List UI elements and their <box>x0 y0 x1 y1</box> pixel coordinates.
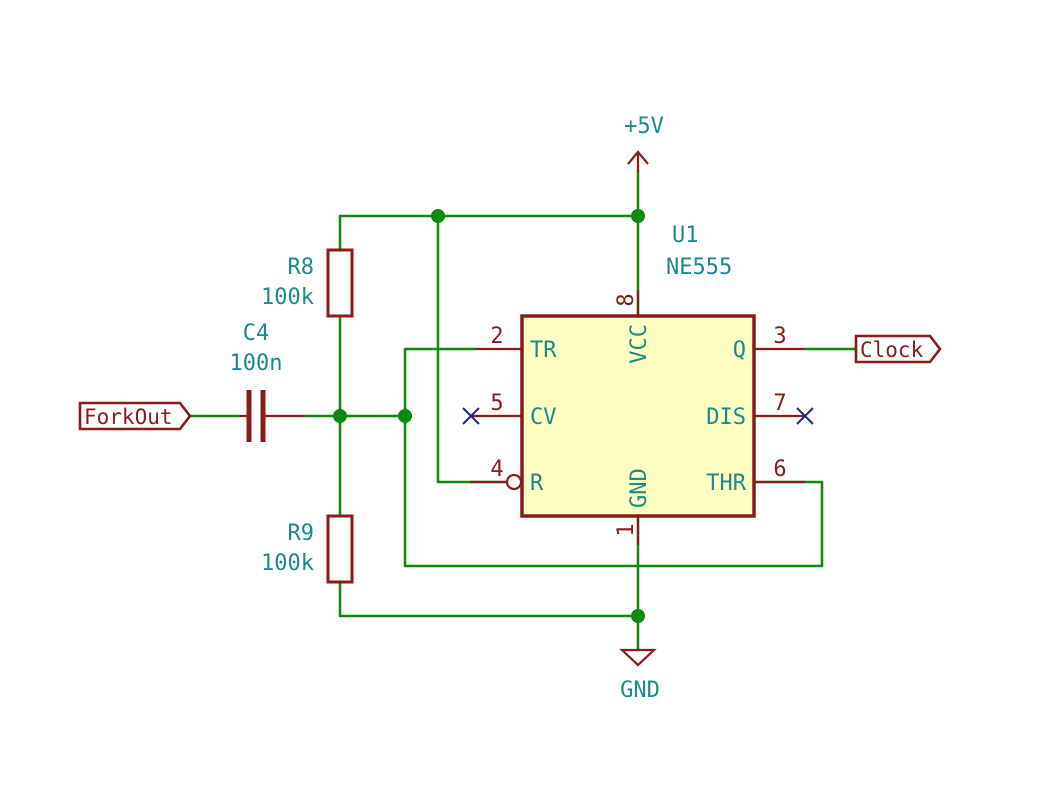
no-connect-cv <box>462 407 480 425</box>
resistor-icon <box>326 248 354 318</box>
clock-label: Clock <box>860 338 924 362</box>
u1-value: NE555 <box>666 255 732 280</box>
ground-icon <box>619 648 657 667</box>
forkout-label: ForkOut <box>84 405 173 429</box>
junction-dot <box>631 609 645 623</box>
pin-name-vcc: VCC <box>627 324 652 364</box>
r8-ref: R8 <box>288 255 315 280</box>
port-forkout[interactable]: ForkOut <box>78 401 192 431</box>
junction-dot <box>631 209 645 223</box>
junction-dot <box>333 409 347 423</box>
r9-value: 100k <box>261 551 314 576</box>
r8-value: 100k <box>261 285 314 310</box>
pin-name-gnd: GND <box>627 468 652 508</box>
resistor-r8[interactable]: R8 100k <box>261 248 354 318</box>
pin-number-gnd: 1 <box>614 523 639 536</box>
wire-trigger <box>403 347 824 568</box>
pin-number-tr: 2 <box>490 324 503 349</box>
ic-u1-ne555[interactable]: U1 NE555 2 5 4 3 7 6 8 1 TR CV R Q DIS T… <box>470 223 805 545</box>
port-output-shape <box>854 334 942 364</box>
pin-name-dis: DIS <box>706 405 746 430</box>
gnd-power-symbol[interactable]: GND <box>619 648 660 703</box>
pin-number-cv: 5 <box>490 391 503 416</box>
gnd-label: GND <box>620 678 660 703</box>
junction-dot <box>431 209 445 223</box>
no-connect-dis <box>796 407 814 425</box>
pin-number-r: 4 <box>490 457 503 482</box>
capacitor-c4[interactable]: C4 100n <box>230 321 305 442</box>
pin-name-r: R <box>530 471 544 496</box>
c4-ref: C4 <box>243 321 270 346</box>
pin-number-vcc: 8 <box>614 293 639 306</box>
pin-name-cv: CV <box>530 405 557 430</box>
resistor-icon <box>326 514 354 584</box>
pin-inverted-bubble <box>505 473 523 491</box>
pin-number-dis: 7 <box>773 391 786 416</box>
pin-name-tr: TR <box>530 338 557 363</box>
port-input-shape <box>78 401 192 431</box>
port-clock[interactable]: Clock <box>854 334 942 364</box>
junction-dot <box>398 409 412 423</box>
pin-name-q: Q <box>733 338 746 363</box>
vcc-power-symbol[interactable]: +5V <box>624 114 664 172</box>
u1-ref: U1 <box>672 223 699 248</box>
c4-value: 100n <box>230 351 283 376</box>
wire-gnd <box>338 580 640 618</box>
pin-number-q: 3 <box>773 324 786 349</box>
pin-number-thr: 6 <box>773 457 786 482</box>
junctions <box>333 209 645 623</box>
r9-ref: R9 <box>288 521 315 546</box>
pin-name-thr: THR <box>706 471 746 496</box>
vcc-label: +5V <box>624 114 664 139</box>
resistor-r9[interactable]: R9 100k <box>261 514 354 584</box>
